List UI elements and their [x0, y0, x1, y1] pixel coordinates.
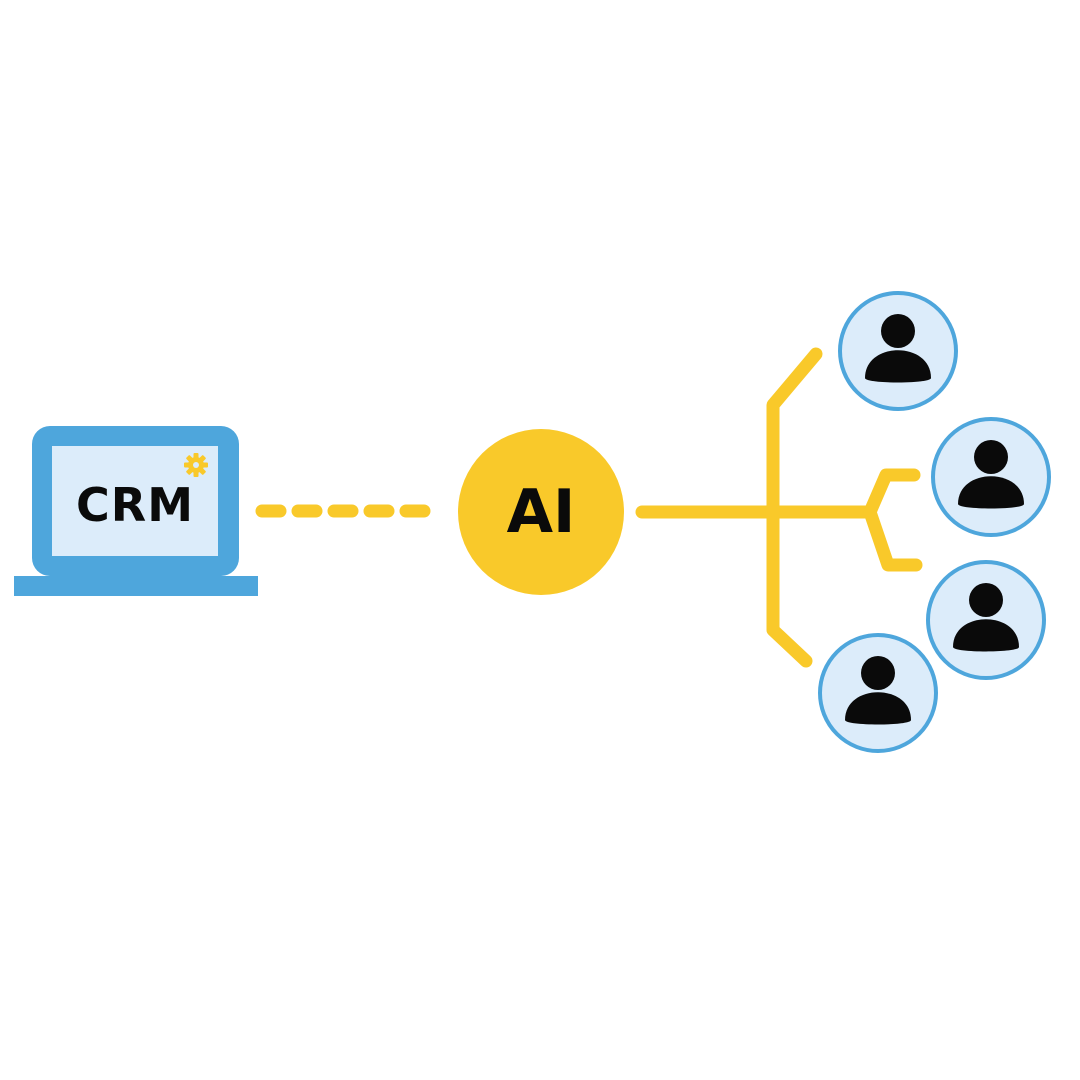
laptop-base — [14, 576, 258, 596]
user-icon — [865, 314, 931, 383]
ai-node: AI — [458, 429, 624, 595]
customer-avatar — [926, 560, 1046, 680]
user-icon — [958, 440, 1024, 509]
right-upper-branch — [863, 468, 921, 519]
customer-avatar — [838, 291, 958, 411]
laptop-icon: CRM — [14, 426, 258, 596]
lower-branch — [766, 505, 813, 668]
user-icon — [953, 583, 1019, 652]
user-icon — [845, 656, 911, 725]
crm-label: CRM — [76, 478, 194, 532]
upper-branch — [766, 347, 823, 519]
customer-avatar — [931, 417, 1051, 537]
ai-label: AI — [507, 477, 576, 547]
ai-circle — [458, 429, 624, 595]
customer-avatar — [818, 633, 938, 753]
branch-connector — [635, 347, 923, 668]
right-lower-branch — [863, 505, 923, 572]
gear-icon — [184, 453, 208, 477]
